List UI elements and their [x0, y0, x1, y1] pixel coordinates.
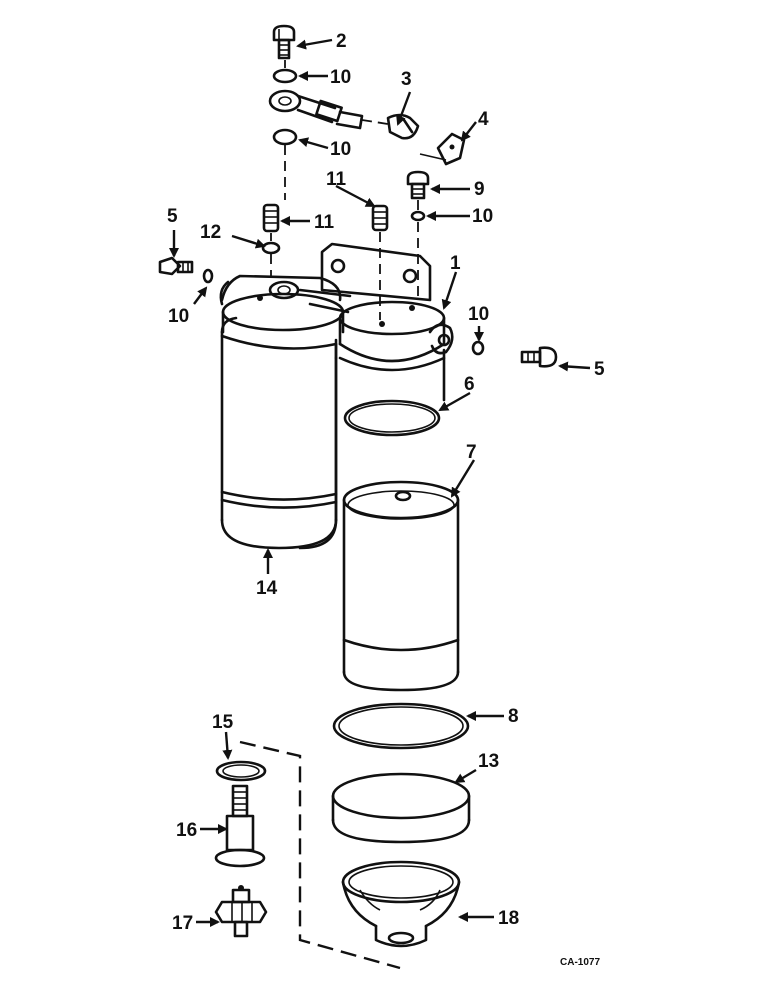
callout-5: 5 [167, 206, 178, 227]
callout-18: 18 [498, 908, 519, 929]
callout-6: 6 [464, 374, 475, 395]
callout-10: 10 [468, 304, 489, 325]
vent-plug [406, 170, 430, 200]
filter-head [219, 242, 454, 355]
callout-5: 5 [594, 359, 605, 380]
sealing-washer [471, 340, 485, 356]
mounting-bolt-left [158, 256, 194, 276]
sealing-washer [202, 268, 214, 284]
callout-10: 10 [330, 139, 351, 160]
filter-assembly [220, 316, 338, 550]
fitting-washer [261, 241, 281, 255]
callout-7: 7 [466, 442, 477, 463]
mounting-bolt-right [520, 346, 558, 368]
callout-10: 10 [330, 67, 351, 88]
bowl-gasket [332, 702, 470, 750]
filter-head-bowl [298, 342, 446, 550]
assembly-line [239, 740, 401, 970]
callout-11: 11 [314, 212, 335, 233]
fitting [371, 204, 389, 232]
drain-gasket [215, 760, 267, 782]
fitting [262, 203, 280, 233]
leader-lines [169, 38, 591, 927]
callout-10: 10 [168, 306, 189, 327]
callout-11: 11 [326, 169, 347, 190]
callout-15: 15 [212, 712, 234, 733]
callout-14: 14 [256, 578, 278, 599]
banjo-bolt [272, 24, 296, 60]
callout-4: 4 [478, 109, 489, 130]
retaining-ring [331, 772, 471, 844]
gasket [343, 399, 441, 437]
callout-2: 2 [336, 31, 347, 52]
drain-plug [214, 885, 268, 938]
drain-valve [214, 784, 266, 868]
callout-16: 16 [176, 820, 197, 841]
sediment-bowl [341, 860, 461, 948]
callout-10: 10 [472, 206, 493, 227]
sealing-washer [410, 210, 426, 222]
callout-17: 17 [172, 913, 193, 934]
sealing-washer [272, 68, 298, 84]
callout-13: 13 [478, 751, 499, 772]
callout-12: 12 [200, 222, 221, 243]
filter-element [342, 480, 460, 692]
callout-3: 3 [401, 69, 412, 90]
callout-8: 8 [508, 706, 519, 727]
callout-9: 9 [474, 179, 485, 200]
sealing-washer [272, 128, 298, 146]
mounting-bracket [419, 132, 466, 166]
drawing-code: CA-1077 [560, 957, 600, 968]
callout-1: 1 [450, 253, 461, 274]
